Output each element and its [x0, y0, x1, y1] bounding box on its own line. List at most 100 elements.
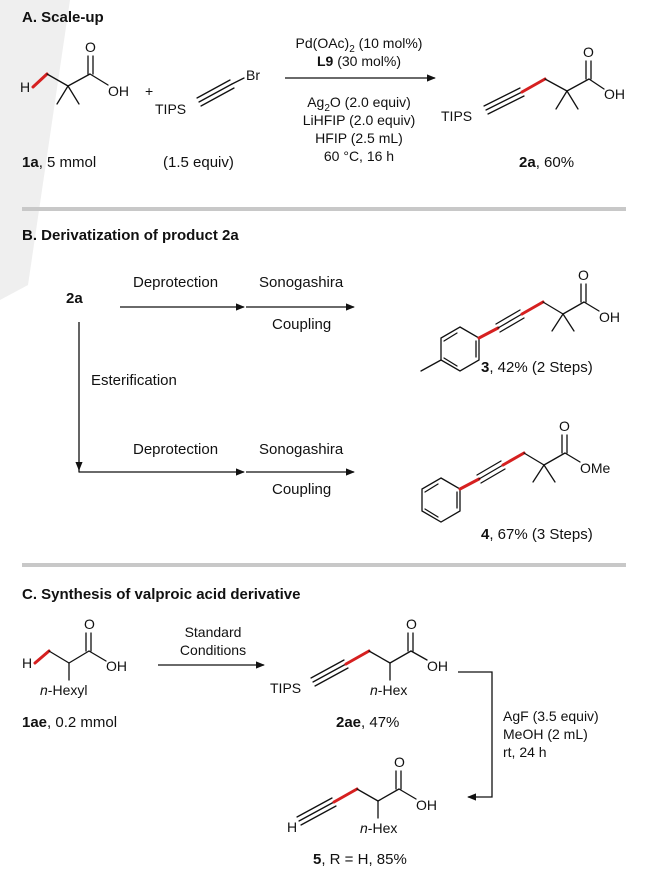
watermark-shape — [0, 0, 70, 300]
bond — [495, 309, 521, 325]
chain-label: n-Hex — [360, 820, 397, 836]
condition-conditions: Conditions — [180, 642, 246, 658]
product-2a-structure: TIPS O OH — [441, 44, 625, 124]
bond — [499, 317, 525, 333]
bond — [296, 797, 333, 818]
bond — [67, 85, 80, 105]
atom-label: O — [583, 44, 594, 60]
plus-sign: + — [145, 83, 153, 99]
bond — [562, 313, 575, 332]
atom-label: O — [406, 616, 417, 632]
bracket-arrow — [458, 671, 493, 801]
bond — [487, 95, 525, 115]
bond — [298, 801, 335, 822]
highlight-bond — [332, 787, 359, 804]
step-deprotection: Deprotection — [133, 274, 218, 291]
section-divider — [22, 207, 626, 211]
highlight-bond — [31, 72, 49, 89]
atom-label: TIPS — [270, 680, 301, 696]
section-a-title: A. Scale-up — [22, 9, 104, 26]
bond — [68, 650, 90, 664]
compound-label-2a: 2a, 60% — [519, 154, 574, 171]
bond — [89, 73, 109, 86]
condition-base: LiHFIP (2.0 equiv) — [303, 112, 416, 128]
atom-label: O — [85, 39, 96, 55]
step-coupling-2: Coupling — [272, 481, 331, 498]
bond — [46, 73, 69, 87]
highlight-bond — [520, 300, 545, 316]
product-5-structure: H O OH n-Hex — [287, 754, 437, 836]
bond — [312, 663, 347, 683]
bond — [314, 667, 349, 687]
step-deprotection-2: Deprotection — [133, 441, 218, 458]
bond — [583, 301, 600, 312]
chain-label: n-Hex — [370, 682, 407, 698]
atom-label: TIPS — [155, 101, 186, 117]
step-coupling: Coupling — [272, 316, 331, 333]
step-sonogashira-2: Sonogashira — [259, 441, 344, 458]
highlight-bond — [33, 649, 51, 665]
ring-double-bond — [443, 332, 458, 342]
bond — [300, 805, 337, 826]
bond — [368, 650, 391, 664]
reactant-1a-structure: H O OH — [20, 39, 129, 105]
atom-label: O — [578, 267, 589, 283]
bond — [56, 85, 69, 105]
condition-catalyst: Pd(OAc)2 (10 mol%) — [296, 35, 423, 55]
bond — [196, 79, 231, 99]
condition-temp-time: 60 °C, 16 h — [324, 148, 394, 164]
condition-standard: Standard — [185, 624, 242, 640]
bond — [483, 87, 521, 107]
bond — [564, 452, 581, 463]
atom-label: OH — [604, 86, 625, 102]
step-esterification: Esterification — [91, 372, 177, 389]
atom-label: OMe — [580, 460, 611, 476]
compound-label-reagent: (1.5 equiv) — [163, 154, 234, 171]
atom-label: H — [20, 79, 30, 95]
bond — [67, 73, 91, 87]
bond — [543, 464, 556, 483]
bond — [377, 788, 400, 802]
atom-label: O — [559, 418, 570, 434]
product-4-structure: O OMe — [421, 418, 611, 523]
product-3-structure: O OH — [420, 267, 620, 372]
condition-meoh: MeOH (2 mL) — [503, 726, 588, 742]
bond — [543, 452, 566, 466]
condition-oxidant: Ag2O (2.0 equiv) — [307, 94, 411, 114]
bond — [231, 77, 245, 85]
step-sonogashira: Sonogashira — [259, 274, 344, 291]
reactant-1ae-structure: H O OH n-Hexyl — [22, 616, 127, 698]
aryl-ring — [440, 326, 480, 372]
highlight-bond — [520, 77, 547, 94]
condition-solvent: HFIP (2.5 mL) — [315, 130, 403, 146]
bond — [88, 650, 107, 662]
bond — [562, 301, 585, 315]
bond — [542, 301, 564, 315]
compound-label-5: 5, R = H, 85% — [313, 851, 407, 868]
bond — [198, 83, 233, 103]
bond — [532, 464, 545, 483]
highlight-bond — [344, 649, 371, 666]
bond — [555, 90, 568, 110]
bond — [476, 460, 502, 476]
bond — [551, 313, 564, 332]
atom-label: TIPS — [441, 108, 472, 124]
highlight-bond — [458, 477, 481, 491]
bond — [588, 78, 605, 90]
condition-rt: rt, 24 h — [503, 744, 547, 760]
bond — [410, 650, 428, 661]
bond — [497, 313, 523, 329]
atom-label: OH — [106, 658, 127, 674]
condition-agf: AgF (3.5 equiv) — [503, 708, 599, 724]
compound-label-1ae: 1ae, 0.2 mmol — [22, 714, 117, 731]
atom-label: O — [394, 754, 405, 770]
atom-label: H — [287, 819, 297, 835]
phenyl-ring — [421, 477, 461, 523]
section-divider — [22, 563, 626, 567]
atom-label: OH — [108, 83, 129, 99]
bond — [389, 650, 412, 664]
bond — [485, 91, 523, 111]
atom-label: O — [84, 616, 95, 632]
section-c-title: C. Synthesis of valproic acid derivative — [22, 586, 300, 603]
start-material-2a: 2a — [66, 290, 83, 307]
